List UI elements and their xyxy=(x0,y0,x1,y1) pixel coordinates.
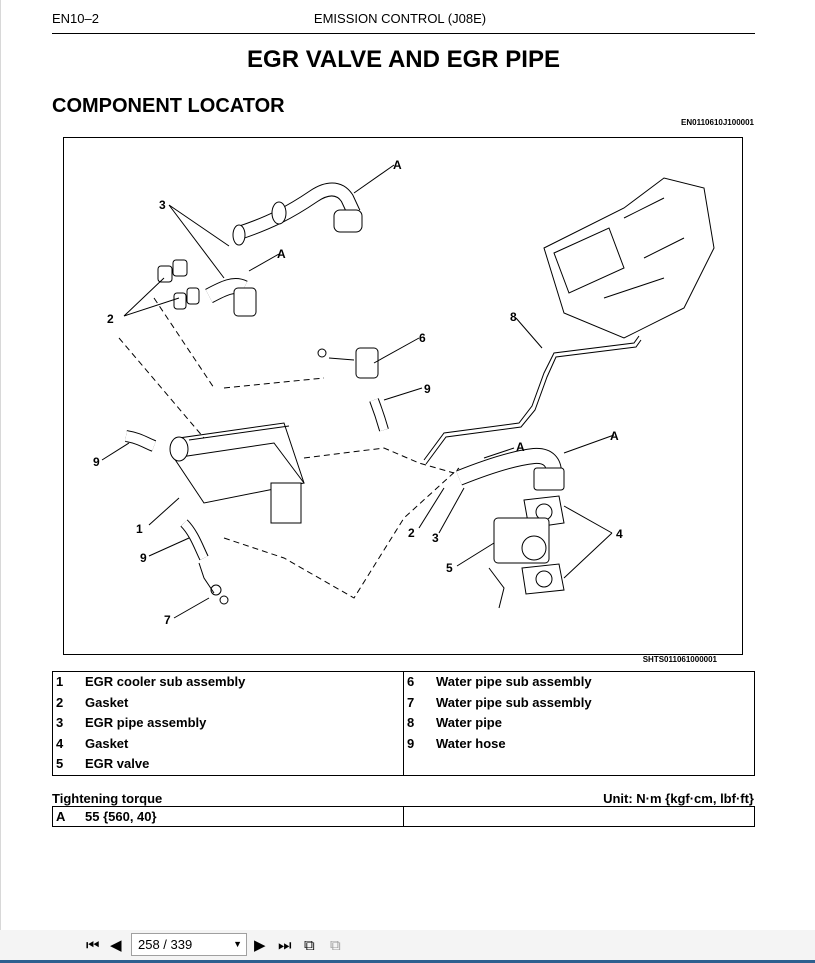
legend-row: 2 Gasket xyxy=(53,693,403,714)
legend-number: 6 xyxy=(407,674,415,689)
torque-table: A 55 {560, 40} xyxy=(52,806,755,827)
torque-unit: Unit: N·m {kgf·cm, lbf·ft} xyxy=(603,791,754,806)
legend-row: 5 EGR valve xyxy=(53,754,403,775)
engine-illustration xyxy=(543,177,715,339)
header-rule xyxy=(52,33,755,34)
legend-number: 9 xyxy=(407,735,415,751)
legend-number: 4 xyxy=(56,735,64,751)
component-diagram: A 3 A 2 6 9 9 1 9 7 8 A A 2 3 5 4 xyxy=(63,137,743,655)
callout-6: 6 xyxy=(419,331,426,345)
next-page-icon[interactable]: ▶ xyxy=(254,937,266,954)
page-title: EGR VALVE AND EGR PIPE xyxy=(247,46,560,73)
section-heading: COMPONENT LOCATOR xyxy=(52,95,285,117)
legend-name: Water pipe xyxy=(436,715,502,731)
legend-name: EGR cooler sub assembly xyxy=(85,674,246,689)
dashed-leader-lines xyxy=(118,297,460,599)
torque-cell-left: A 55 {560, 40} xyxy=(53,807,404,827)
legend-number: 3 xyxy=(56,715,64,731)
page-code: EN10–2 xyxy=(52,11,99,26)
toolbar-accent-bar xyxy=(0,960,815,963)
upper-egr-pipe xyxy=(232,182,363,246)
legend-row: 6 Water pipe sub assembly xyxy=(404,672,754,693)
pdf-viewer-toolbar: ⏮ ◀ ▶ ⏭ ⧉ ⧉ xyxy=(0,930,815,963)
legend-name: Gasket xyxy=(85,694,129,710)
legend-name: Water hose xyxy=(436,735,506,751)
torque-cell-right xyxy=(403,806,755,827)
figure-code-top: EN0110610J100001 xyxy=(681,118,754,127)
callout-lines xyxy=(101,164,615,619)
legend-row: 7 Water pipe sub assembly xyxy=(404,693,754,714)
callout-9-bottom: 9 xyxy=(140,551,147,565)
egr-valve xyxy=(488,517,550,609)
legend-number: 1 xyxy=(56,674,64,689)
legend-name: EGR pipe assembly xyxy=(85,715,207,731)
page-number-value: 258 / 339 xyxy=(138,937,193,952)
callout-7: 7 xyxy=(164,613,171,627)
egr-cooler xyxy=(169,422,305,524)
water-hoses xyxy=(124,398,389,561)
last-page-icon[interactable]: ⏭ xyxy=(278,937,292,954)
legend-row: 1 EGR cooler sub assembly xyxy=(53,672,403,693)
chevron-down-icon: ▼ xyxy=(233,939,242,949)
callout-1: 1 xyxy=(136,522,143,536)
gaskets-left xyxy=(157,259,200,310)
water-pipe-6 xyxy=(317,347,379,379)
figure-code-bottom: SHTS011061000001 xyxy=(642,655,717,664)
torque-label: Tightening torque xyxy=(52,791,163,806)
window-icon[interactable]: ⧉ xyxy=(304,937,315,954)
water-pipe-8 xyxy=(423,335,642,465)
callout-A2: A xyxy=(277,247,286,261)
callout-2-lower: 2 xyxy=(408,526,415,540)
callout-4: 4 xyxy=(616,527,623,541)
chapter-title: EMISSION CONTROL (J08E) xyxy=(313,11,487,26)
torque-value: 55 {560, 40} xyxy=(85,809,157,824)
torque-code: A xyxy=(56,809,66,824)
component-illustration: A 3 A 2 6 9 9 1 9 7 8 A A 2 3 5 4 xyxy=(93,158,715,627)
callout-3-lower: 3 xyxy=(432,531,439,545)
lower-egr-pipe xyxy=(205,278,257,317)
callout-5: 5 xyxy=(446,561,453,575)
callout-9-left: 9 xyxy=(93,455,100,469)
callout-A3: A xyxy=(516,440,525,454)
first-page-icon[interactable]: ⏮ xyxy=(86,937,100,954)
water-pipe-7 xyxy=(198,562,229,605)
callout-A1: A xyxy=(393,158,402,172)
legend-number: 7 xyxy=(407,694,415,710)
callout-3-upper: 3 xyxy=(159,198,166,212)
legend-name: Water pipe sub assembly xyxy=(436,674,592,689)
legend-number: 8 xyxy=(407,715,415,731)
callout-2-upper: 2 xyxy=(107,312,114,326)
right-egr-pipe xyxy=(456,447,565,491)
previous-page-icon[interactable]: ◀ xyxy=(110,937,122,954)
document-page: EN10–2 EMISSION CONTROL (J08E) EGR VALVE… xyxy=(0,0,755,930)
legend-name: Water pipe sub assembly xyxy=(436,694,592,710)
legend-number: 5 xyxy=(56,756,64,772)
legend-number: 2 xyxy=(56,694,64,710)
legend-name: EGR valve xyxy=(85,756,150,772)
secondary-window-icon[interactable]: ⧉ xyxy=(330,937,341,954)
callout-A4: A xyxy=(610,429,619,443)
legend-row: 4 Gasket xyxy=(53,734,403,755)
legend-row: 8 Water pipe xyxy=(404,713,754,734)
legend-row: 9 Water hose xyxy=(404,734,754,755)
page-edge xyxy=(0,0,1,930)
legend-row: 3 EGR pipe assembly xyxy=(53,713,403,734)
callout-8: 8 xyxy=(510,310,517,324)
callout-9-right: 9 xyxy=(424,382,431,396)
page-number-select[interactable]: 258 / 339 ▼ xyxy=(131,933,247,956)
legend-name: Gasket xyxy=(85,735,129,751)
